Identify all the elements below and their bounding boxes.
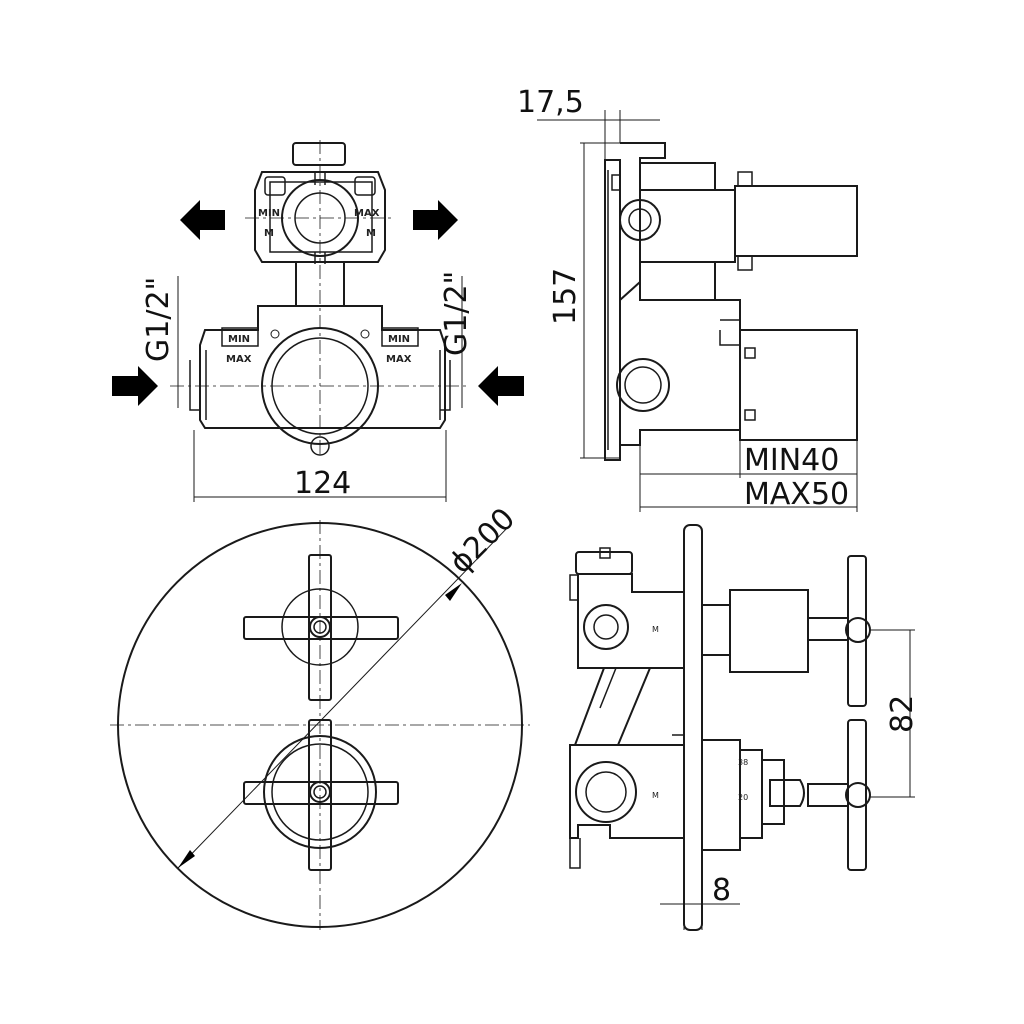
body-front-view: MIN MAX M M MIN MAX MIN MAX G1/2" G1/2" … xyxy=(112,140,524,502)
installed-side-view: M M 38 20 82 xyxy=(569,524,920,931)
scale-mark-bottom: 20 xyxy=(738,793,748,802)
max-depth-dimension: MAX50 xyxy=(744,477,849,512)
left-inlet-thread-label: G1/2" xyxy=(141,277,176,362)
plate-front-view: ϕ200 xyxy=(110,501,530,930)
inlet-arrow-icon xyxy=(478,366,524,406)
m-marking-upper-right: M xyxy=(366,228,376,239)
lower-cross-handle[interactable] xyxy=(243,719,399,871)
min-depth-dimension: MIN40 xyxy=(744,443,839,478)
plate-diameter-dimension: ϕ200 xyxy=(443,501,522,580)
outlet-arrow-icon xyxy=(180,200,225,240)
inlet-arrow-icon xyxy=(112,366,158,406)
lower-body-marking: M xyxy=(652,791,659,800)
handle-spacing-dimension: 82 xyxy=(885,695,920,733)
body-height-dimension: 157 xyxy=(548,268,583,325)
scale-mark-top: 38 xyxy=(738,758,748,767)
flange-depth-dimension: 17,5 xyxy=(517,85,584,120)
min-marking-lower-right: MIN xyxy=(388,334,410,345)
body-width-dimension: 124 xyxy=(294,466,351,501)
min-marking-upper: MIN xyxy=(258,208,280,219)
plate-thickness-dimension: 8 xyxy=(712,873,731,908)
outlet-arrow-icon xyxy=(413,200,458,240)
body-side-view: 17,5 157 MIN40 MAX50 xyxy=(517,85,858,512)
upper-body-marking: M xyxy=(652,625,659,634)
right-inlet-thread-label: G1/2" xyxy=(439,271,474,356)
max-marking-lower-left: MAX xyxy=(226,354,252,365)
max-marking-lower-right: MAX xyxy=(386,354,412,365)
min-marking-lower-left: MIN xyxy=(228,334,250,345)
upper-cross-handle[interactable] xyxy=(243,554,399,701)
m-marking-upper-left: M xyxy=(264,228,274,239)
max-marking-upper: MAX xyxy=(354,208,380,219)
